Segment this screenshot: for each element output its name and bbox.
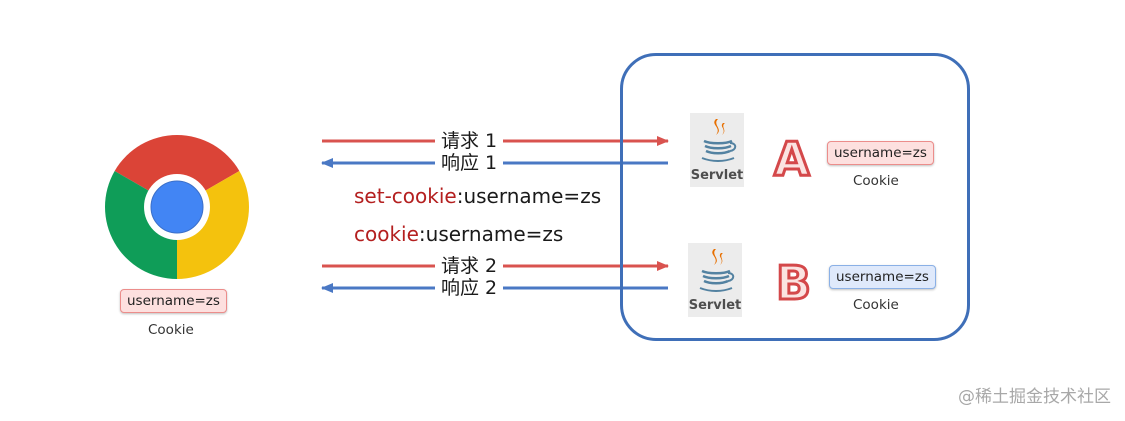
servlet-b-letter: B: [774, 256, 812, 310]
servlet-b-label: Servlet: [688, 298, 742, 313]
servlet-a-letter: A: [773, 132, 812, 186]
cookie-header-name: cookie: [354, 222, 419, 246]
chrome-browser-icon: [105, 135, 249, 279]
servlet-b-cookie-value: username=zs: [829, 265, 936, 289]
cookie-header-value: :username=zs: [418, 222, 564, 246]
watermark: @稀土掘金技术社区: [958, 387, 1111, 407]
java-cup-icon: [701, 119, 737, 162]
response-2-label: 响应 2: [435, 277, 504, 299]
request-2-label: 请求 2: [435, 255, 504, 277]
browser-cookie-value: username=zs: [120, 289, 227, 313]
set-cookie-header: set-cookie:username=zs: [354, 184, 601, 208]
servlet-a-tile: Servlet: [690, 113, 744, 187]
cookie-header: cookie:username=zs: [354, 222, 563, 246]
servlet-a-cookie-caption: Cookie: [853, 173, 899, 189]
servlet-b-tile: Servlet: [688, 243, 742, 317]
server-container: [620, 53, 970, 341]
set-cookie-header-value: :username=zs: [456, 184, 602, 208]
browser-cookie-caption: Cookie: [148, 322, 194, 338]
java-cup-icon: [699, 249, 735, 292]
response-1-label: 响应 1: [435, 152, 504, 174]
servlet-b-cookie-caption: Cookie: [853, 297, 899, 313]
request-1-label: 请求 1: [435, 130, 504, 152]
servlet-a-cookie-value: username=zs: [827, 141, 934, 165]
set-cookie-header-name: set-cookie: [354, 184, 457, 208]
servlet-a-label: Servlet: [690, 168, 744, 183]
